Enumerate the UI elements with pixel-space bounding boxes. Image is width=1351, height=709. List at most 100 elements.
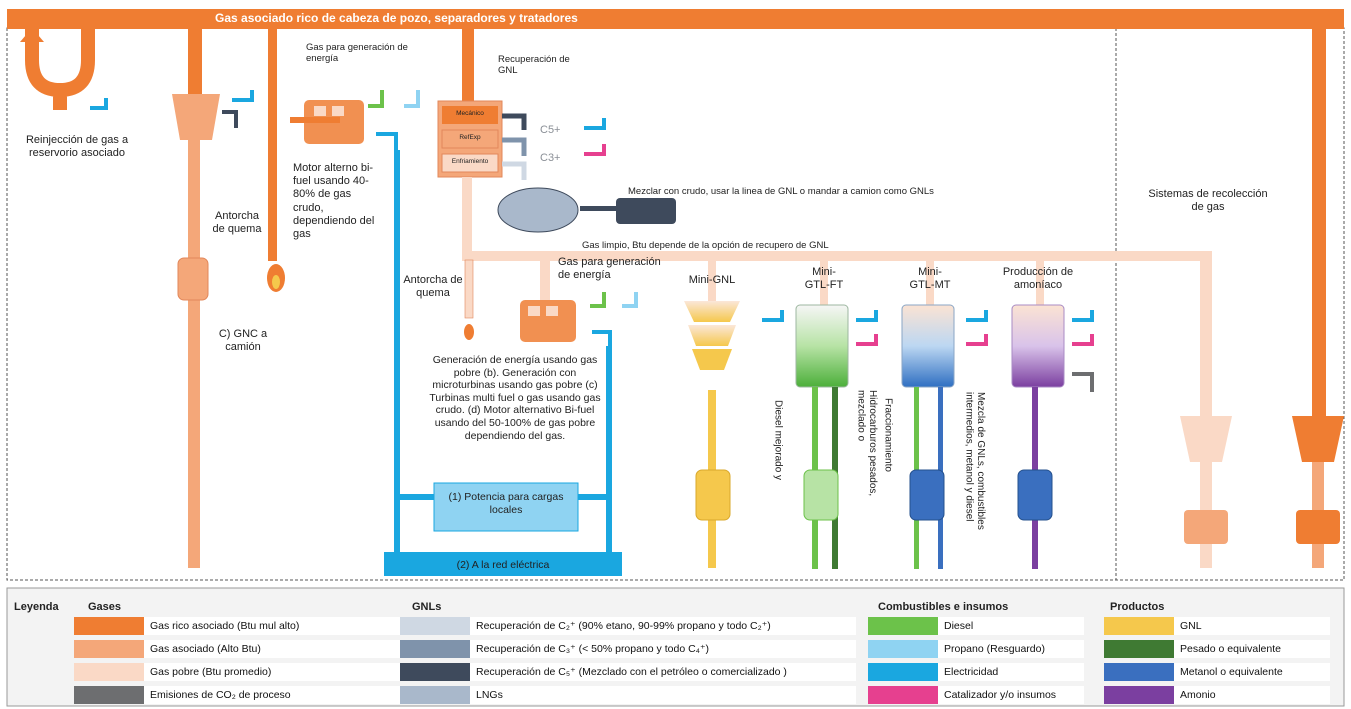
ammonia-co2-out: [1072, 372, 1094, 392]
gtl-ft-truck: [803, 469, 839, 521]
legend-gas-co2: Emisiones de CO₂ de proceso: [74, 686, 430, 704]
legend-gnl-c3: Recuperación de C₃⁺ (< 50% propano y tod…: [400, 640, 856, 658]
legend-fuel-electricity: Electricidad: [868, 663, 1084, 681]
legend-label: Catalizador y/o insumos: [938, 686, 1084, 704]
reinjection-arrow: [20, 28, 44, 42]
legend-swatch: [868, 617, 938, 635]
power-gen2-propane-in: [622, 292, 638, 308]
mini-gtl-ft-label: Mini-GTL-FT: [804, 266, 844, 292]
gnl-c2-out: [502, 161, 527, 180]
flare2-flame: [464, 324, 474, 340]
mix-crude-label: Mezclar con crudo, usar la linea de GNL …: [628, 186, 934, 197]
legend-fuel-catalyst: Catalizador y/o insumos: [868, 686, 1084, 704]
gathering-rich-compressor: [1292, 416, 1344, 462]
motor-label: Motor alterno bi-fuel usando 40-80% de g…: [293, 162, 375, 240]
legend-swatch: [400, 663, 470, 681]
gathering-rich-pipe: [1312, 29, 1326, 416]
legend-product-gnl: GNL: [1104, 617, 1330, 635]
gathering-label: Sistemas de recolección de gas: [1148, 188, 1268, 214]
legend-swatch: [74, 617, 144, 635]
fractionation-label: Fraccionamiento: [882, 398, 894, 472]
legend-gas-high: Gas asociado (Alto Btu): [74, 640, 430, 658]
legend-label: Emisiones de CO₂ de proceso: [144, 686, 430, 704]
gnc-column-pipe: [188, 140, 200, 568]
gathering-lean-compressor: [1180, 416, 1232, 462]
ammonia-electric-in: [1072, 310, 1094, 322]
mini-gnl-label: Mini-GNL: [688, 274, 736, 286]
mini-gnl-stage3: [692, 349, 732, 370]
ammonia-catalyst-in: [1072, 334, 1094, 346]
legend-swatch: [74, 663, 144, 681]
ngl-truck: [616, 198, 676, 224]
gnl-feed-pipe: [462, 29, 474, 101]
gtl-ft-catalyst-in: [856, 334, 878, 346]
unit-box-1: Mecánico: [456, 110, 484, 117]
mini-gnl-feed: [708, 261, 716, 301]
gnl-mix-label: Mezcla de GNLs, combustibles intermedios…: [963, 392, 987, 530]
gnl-recovery-label: Recuperación de GNL: [498, 54, 570, 77]
unit-box-3: Enfriamiento: [451, 158, 489, 165]
gnc-truck-label: C) GNC a camión: [218, 328, 268, 354]
flare1-label: Antorcha de quema: [212, 210, 262, 236]
legend-label: Gas asociado (Alto Btu): [144, 640, 430, 658]
diagram-frame: [6, 27, 1345, 581]
legend-label: Propano (Resguardo): [938, 640, 1084, 658]
legend-label: Diesel: [938, 617, 1084, 635]
electric-bus-left: [394, 150, 400, 554]
legend-product-methanol: Metanol o equivalente: [1104, 663, 1330, 681]
gtl-mt-reactor: [901, 304, 955, 388]
power-gen2-label: Gas para generación de energía: [558, 256, 661, 282]
grid-label: (2) A la red eléctrica: [456, 559, 550, 571]
mini-gnl-stage2: [688, 325, 736, 346]
legend-label: GNL: [1174, 617, 1330, 635]
legend-swatch: [868, 640, 938, 658]
gnl-c5-out: [502, 113, 527, 130]
gnl-catalyst-in: [584, 144, 606, 156]
legend-swatch: [868, 663, 938, 681]
mini-gnl-electric-in: [762, 310, 784, 322]
c5-label: C5+: [540, 124, 561, 136]
legend-label: Recuperación de C₃⁺ (< 50% propano y tod…: [470, 640, 856, 658]
legend-products-title: Productos: [1110, 601, 1165, 613]
legend-product-ammonia: Amonio: [1104, 686, 1330, 704]
power-desc-label: Generación de energía usando gas pobre (…: [429, 354, 601, 442]
legend-swatch: [400, 617, 470, 635]
gnl-electric-in: [584, 118, 606, 130]
legend-swatch: [1104, 617, 1174, 635]
legend-swatch: [74, 640, 144, 658]
electric-bus-right: [606, 346, 612, 554]
legend-label: Pesado o equivalente: [1174, 640, 1330, 658]
legend-label: Gas pobre (Btu promedio): [144, 663, 430, 681]
flare2-stack: [464, 259, 474, 319]
legend-gnl-c2: Recuperación de C₂⁺ (90% etano, 90-99% p…: [400, 617, 856, 635]
power-gen2-electric-out: [592, 330, 612, 346]
legend-swatch: [1104, 686, 1174, 704]
clean-gas-header: [462, 251, 1212, 261]
rich-gas-pipe-label: Gas asociado rico de cabeza de pozo, sep…: [215, 11, 578, 25]
legend-title: Leyenda: [14, 601, 59, 613]
power-gen1-label: Gas para generación de energía: [306, 42, 408, 65]
unit-box-2: RefExp: [459, 134, 481, 141]
legend-fuel-propane: Propano (Resguardo): [868, 640, 1084, 658]
legend-product-heavy: Pesado o equivalente: [1104, 640, 1330, 658]
clean-gas-vertical: [462, 177, 472, 259]
gathering-rich-pump: [1296, 510, 1340, 544]
grid-bar: [384, 552, 622, 576]
reinjection-loop: [25, 29, 95, 110]
legend-gas-rich: Gas rico asociado (Btu mul alto): [74, 617, 430, 635]
legend-gas-lean: Gas pobre (Btu promedio): [74, 663, 430, 681]
flare2-label: Antorcha de quema: [403, 274, 463, 300]
legend-label: LNGs: [470, 686, 856, 704]
ammonia-feed: [1036, 261, 1044, 305]
legend-label: Electricidad: [938, 663, 1084, 681]
legend-swatch: [74, 686, 144, 704]
legend-fuels-title: Combustibles e insumos: [878, 601, 1009, 613]
power-gen2-feed: [540, 260, 550, 300]
legend-gases-title: Gases: [88, 601, 122, 613]
legend-swatch: [400, 686, 470, 704]
ammonia-truck: [1017, 469, 1053, 521]
c3-label: C3+: [540, 152, 561, 164]
legend-swatch: [1104, 663, 1174, 681]
gtl-ft-electric-in: [856, 310, 878, 322]
local-power-label: (1) Potencia para cargas locales: [448, 491, 564, 516]
